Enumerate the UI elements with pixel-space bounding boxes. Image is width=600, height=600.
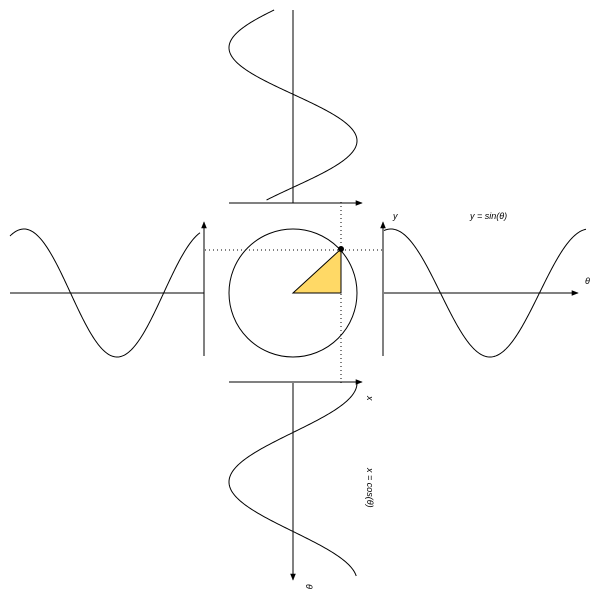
angle-triangle — [291, 247, 342, 294]
bottom-formula-label: x = cos(θ) — [365, 467, 375, 508]
point-on-circle — [338, 246, 344, 252]
top-cosine-curve — [228, 9, 358, 201]
bottom-theta-label: θ — [304, 584, 314, 589]
right-formula-label: y = sin(θ) — [469, 211, 507, 221]
right-theta-label: θ — [585, 276, 590, 286]
right-y-axis-label: y — [392, 211, 398, 221]
left-sine-curve — [9, 228, 201, 358]
bottom-x-axis-label: x — [365, 395, 375, 401]
bottom-cosine-curve — [228, 382, 358, 577]
right-sine-curve — [383, 228, 587, 358]
unit-circle — [228, 228, 358, 358]
